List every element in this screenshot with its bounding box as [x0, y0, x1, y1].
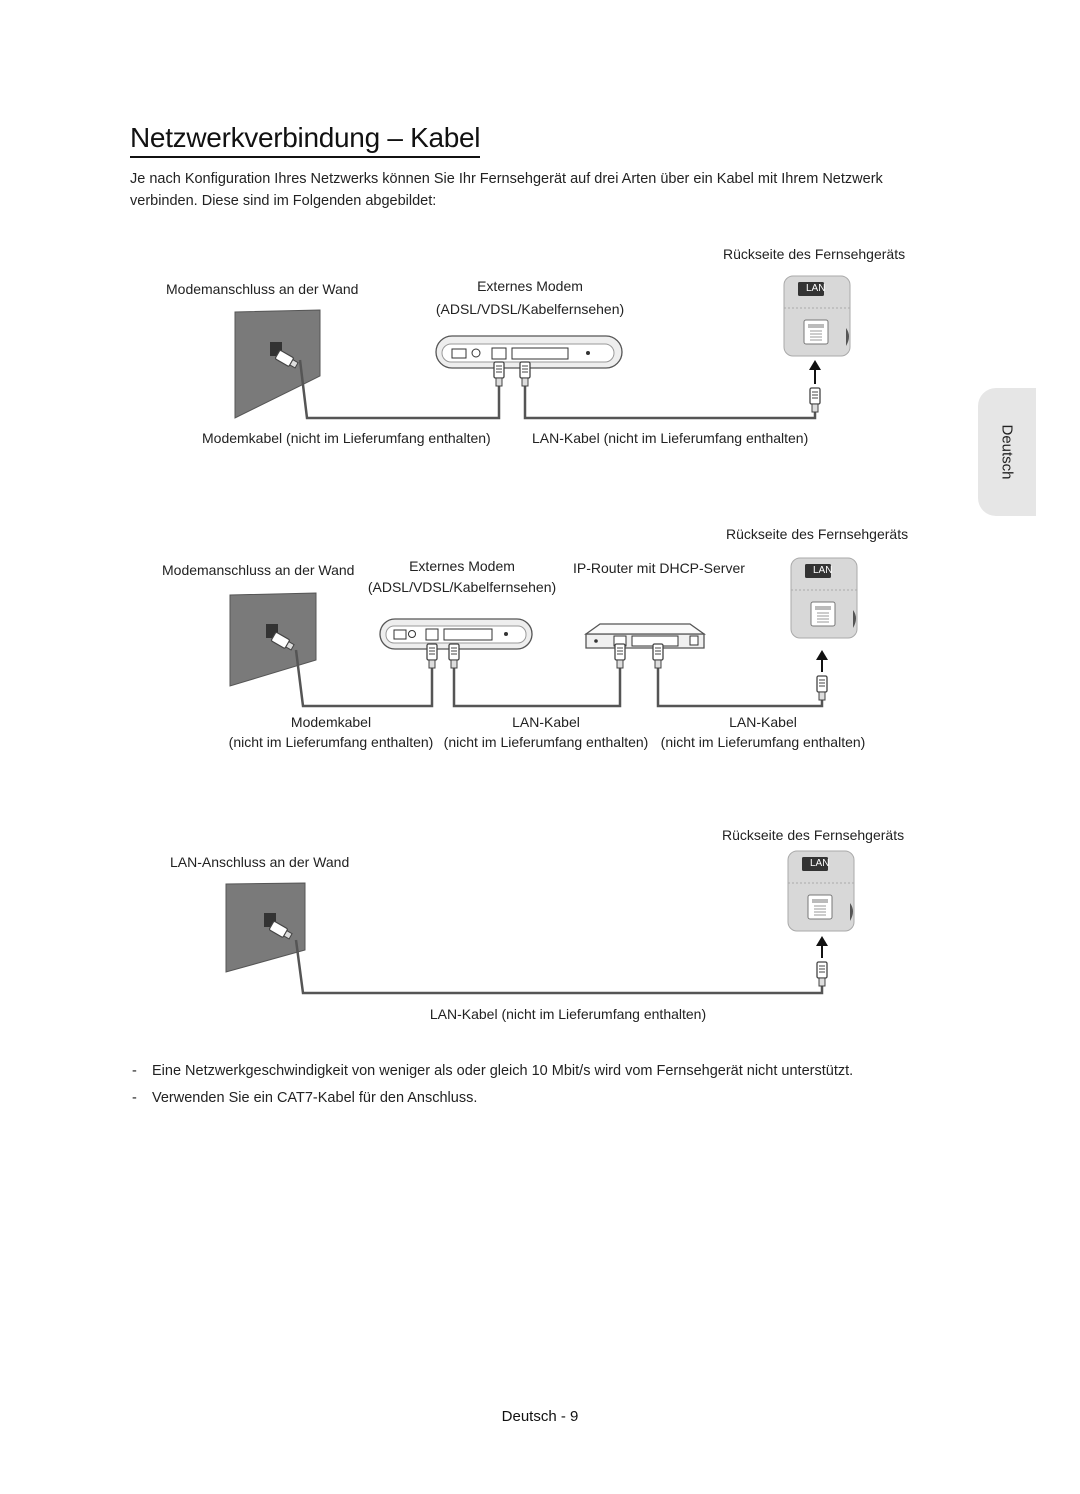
diagram1-lan-cable-label: LAN-Kabel (nicht im Lieferumfang enthalt…	[532, 430, 809, 446]
diagram3-arrow-icon	[816, 936, 828, 958]
diagram2-cable3-label: LAN-Kabel	[729, 714, 797, 730]
diagram1-wall-outlet	[234, 309, 321, 419]
diagram2-router-device	[583, 623, 707, 649]
note-dash: -	[132, 1090, 137, 1106]
note-dash: -	[132, 1063, 137, 1079]
diagram1-modem-sub-label: (ADSL/VDSL/Kabelfernsehen)	[435, 301, 625, 317]
diagram2-lan-badge: LAN	[813, 565, 833, 576]
diagram3-lan-cable-label: LAN-Kabel (nicht im Lieferumfang enthalt…	[429, 1006, 707, 1022]
diagram2-cable2-sub-label: (nicht im Lieferumfang enthalten)	[443, 734, 649, 750]
diagram1-modem-device	[435, 335, 623, 369]
diagram3-lan-badge: LAN	[810, 858, 830, 869]
diagram1-modem-cable-label: Modemkabel (nicht im Lieferumfang enthal…	[202, 430, 491, 446]
diagram2-cable2-label: LAN-Kabel	[512, 714, 580, 730]
notes-list: -Eine Netzwerkgeschwindigkeit von wenige…	[130, 1062, 930, 1116]
language-side-tab: Deutsch	[978, 388, 1036, 516]
note-item: -Eine Netzwerkgeschwindigkeit von wenige…	[130, 1062, 930, 1080]
diagram2-plug-modem	[426, 643, 438, 669]
diagram1-lan-badge: LAN	[806, 283, 826, 294]
diagram3-wall-outlet	[225, 882, 306, 973]
diagram2-plug-tv	[816, 675, 828, 701]
diagram1-plug-lan	[519, 361, 531, 387]
diagram1-cables	[298, 359, 817, 420]
diagram2-arrow-icon	[816, 650, 828, 672]
diagram1-tv-back-label: Rückseite des Fernsehgeräts	[723, 246, 906, 262]
diagram2-modem-label: Externes Modem	[409, 558, 515, 574]
diagram2-plug-lan1	[448, 643, 460, 669]
diagram2-cable1-label: Modemkabel	[290, 714, 372, 730]
diagram1-modem-label: Externes Modem	[477, 278, 583, 294]
diagram1-arrow-icon	[809, 360, 821, 384]
diagram3-wall-label: LAN-Anschluss an der Wand	[170, 854, 350, 870]
diagram2-plug-router-out	[652, 643, 664, 669]
diagram1-plug-modem	[493, 361, 505, 387]
note-item: -Verwenden Sie ein CAT7-Kabel für den An…	[130, 1089, 930, 1107]
note-text: Verwenden Sie ein CAT7-Kabel für den Ans…	[152, 1090, 478, 1106]
diagram2-modem-device	[379, 618, 533, 650]
intro-paragraph: Je nach Konfiguration Ihres Netzwerks kö…	[130, 171, 883, 209]
diagram3-plug-tv	[816, 961, 828, 987]
diagram1-wall-label: Modemanschluss an der Wand	[166, 281, 359, 297]
diagram2-modem-sub-label: (ADSL/VDSL/Kabelfernsehen)	[367, 579, 557, 595]
diagram2-wall-label: Modemanschluss an der Wand	[162, 562, 355, 578]
diagram3-cable	[294, 939, 824, 995]
note-text: Eine Netzwerkgeschwindigkeit von weniger…	[152, 1063, 854, 1079]
diagram2-cables	[294, 649, 824, 708]
page-title: Netzwerkverbindung – Kabel	[130, 122, 480, 158]
diagram2-wall-outlet	[229, 592, 317, 687]
diagram2-cable3-sub-label: (nicht im Lieferumfang enthalten)	[660, 734, 866, 750]
diagram1-plug-tv	[809, 387, 821, 413]
diagram2-tv-back-label: Rückseite des Fernsehgeräts	[726, 526, 909, 542]
diagram2-cable1-sub-label: (nicht im Lieferumfang enthalten)	[228, 734, 434, 750]
diagram2-plug-router-in	[614, 643, 626, 669]
diagram2-router-label: IP-Router mit DHCP-Server	[573, 560, 745, 576]
page-footer: Deutsch - 9	[501, 1408, 579, 1425]
diagram3-tv-back-label: Rückseite des Fernsehgeräts	[722, 827, 905, 843]
